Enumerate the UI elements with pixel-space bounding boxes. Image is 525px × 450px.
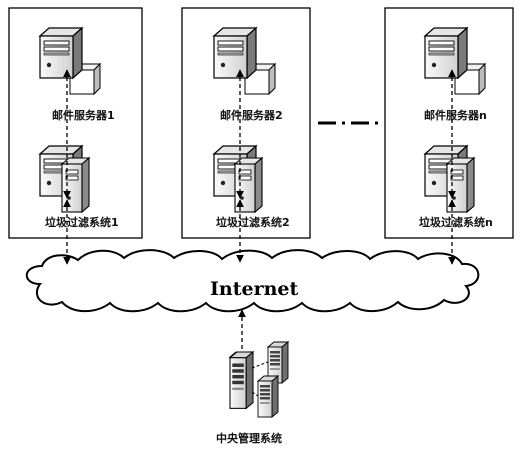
internet-label: Internet	[210, 278, 298, 300]
panel-1: 邮件服务器1 垃圾过滤系统1	[8, 7, 143, 239]
spam-filter-n-label: 垃圾过滤系统n	[419, 215, 493, 229]
mail-server-2-icon	[213, 27, 257, 79]
mail-server-n-label: 邮件服务器n	[424, 108, 487, 122]
mail-server-1-label: 邮件服务器1	[52, 108, 115, 122]
mail-server-2-label: 邮件服务器2	[220, 108, 283, 122]
central-management-label: 中央管理系统	[216, 431, 282, 445]
spam-filter-1-box-icon	[61, 157, 90, 213]
panel-2-frame	[181, 7, 311, 239]
spam-filter-2-label: 垃圾过滤系统2	[216, 215, 290, 229]
mail-server-n-icon	[424, 27, 468, 79]
spam-filter-n-box-icon	[446, 157, 475, 213]
panel-2: 邮件服务器2 垃圾过滤系统2	[181, 7, 311, 239]
central-management-system: 中央管理系统	[216, 341, 289, 445]
mail-server-1-icon	[39, 27, 83, 79]
connectors	[63, 69, 456, 350]
internet-cloud	[25, 249, 480, 313]
spam-filter-2-box-icon	[234, 157, 263, 213]
panel-n: 邮件服务器n 垃圾过滤系统n	[384, 7, 514, 239]
central-link-bottom	[251, 391, 259, 397]
spam-filter-1-label: 垃圾过滤系统1	[45, 215, 119, 229]
central-server-bottom-icon	[257, 375, 279, 418]
panel-1-frame	[8, 7, 143, 239]
central-link-top	[251, 361, 269, 369]
